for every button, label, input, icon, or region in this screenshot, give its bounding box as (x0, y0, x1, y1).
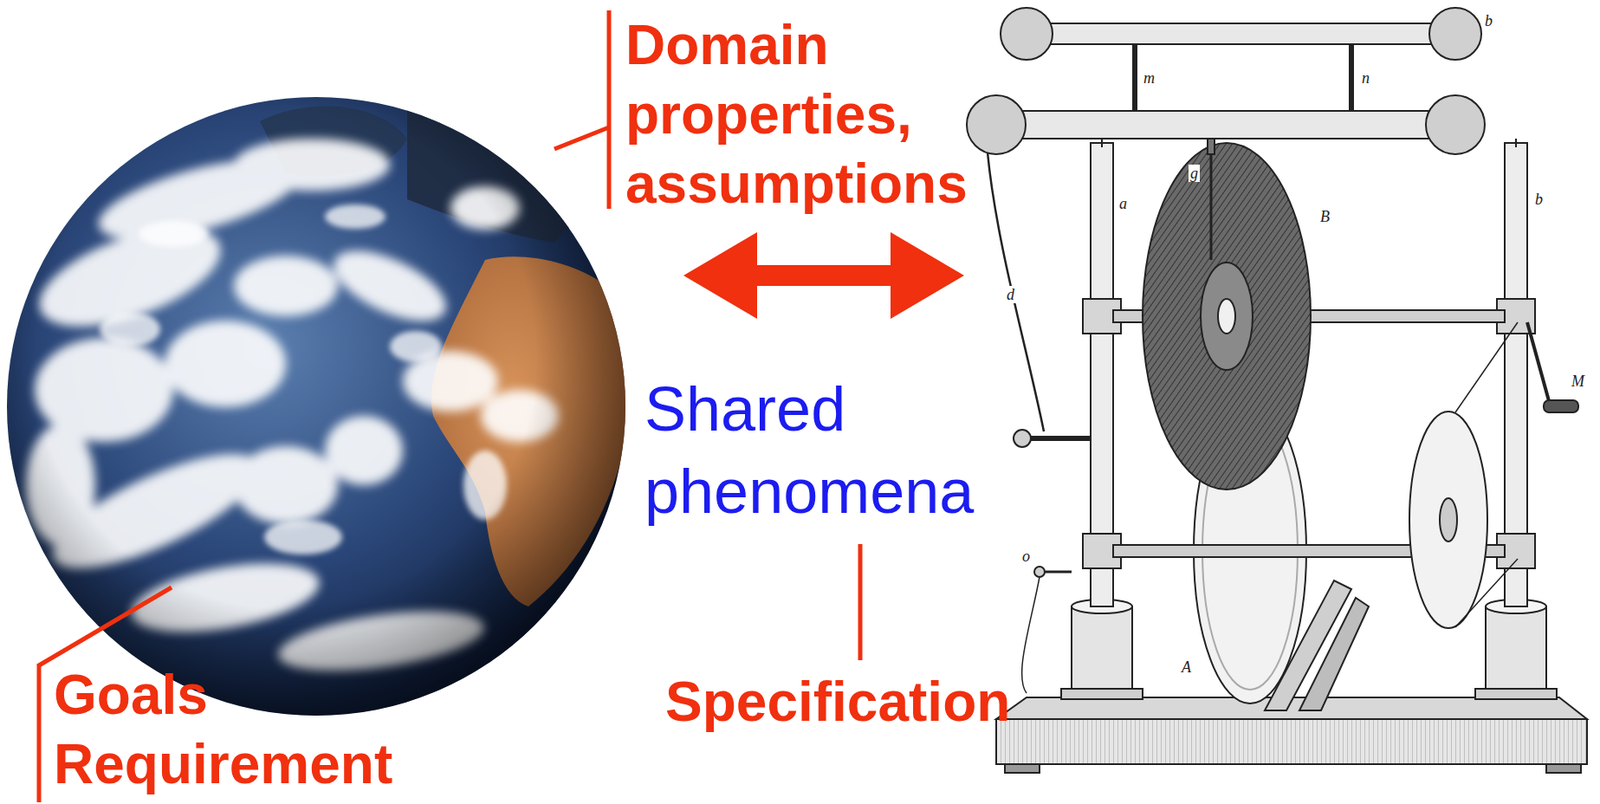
region-label: Specification (665, 667, 1011, 737)
part-letter: b (1533, 190, 1545, 208)
earth-globe (6, 97, 633, 716)
electrostatic-machine (966, 7, 1588, 773)
region-label: Domain properties, assumptions (625, 10, 998, 219)
part-letter: m (1141, 69, 1157, 87)
part-letter: o (1020, 547, 1032, 565)
part-letter: a (1117, 194, 1129, 213)
part-letter: B (1318, 207, 1332, 226)
region-label: Goals Requirement (53, 660, 427, 799)
part-letter: b (1483, 12, 1495, 30)
part-letter: n (1360, 69, 1372, 87)
part-letter: d (1004, 285, 1017, 304)
part-letter: A (1179, 658, 1193, 676)
part-letter: g (1188, 164, 1200, 182)
part-letter: M (1569, 372, 1587, 390)
interface-label: Shared phenomena (644, 368, 1009, 533)
double-arrow (683, 232, 965, 319)
